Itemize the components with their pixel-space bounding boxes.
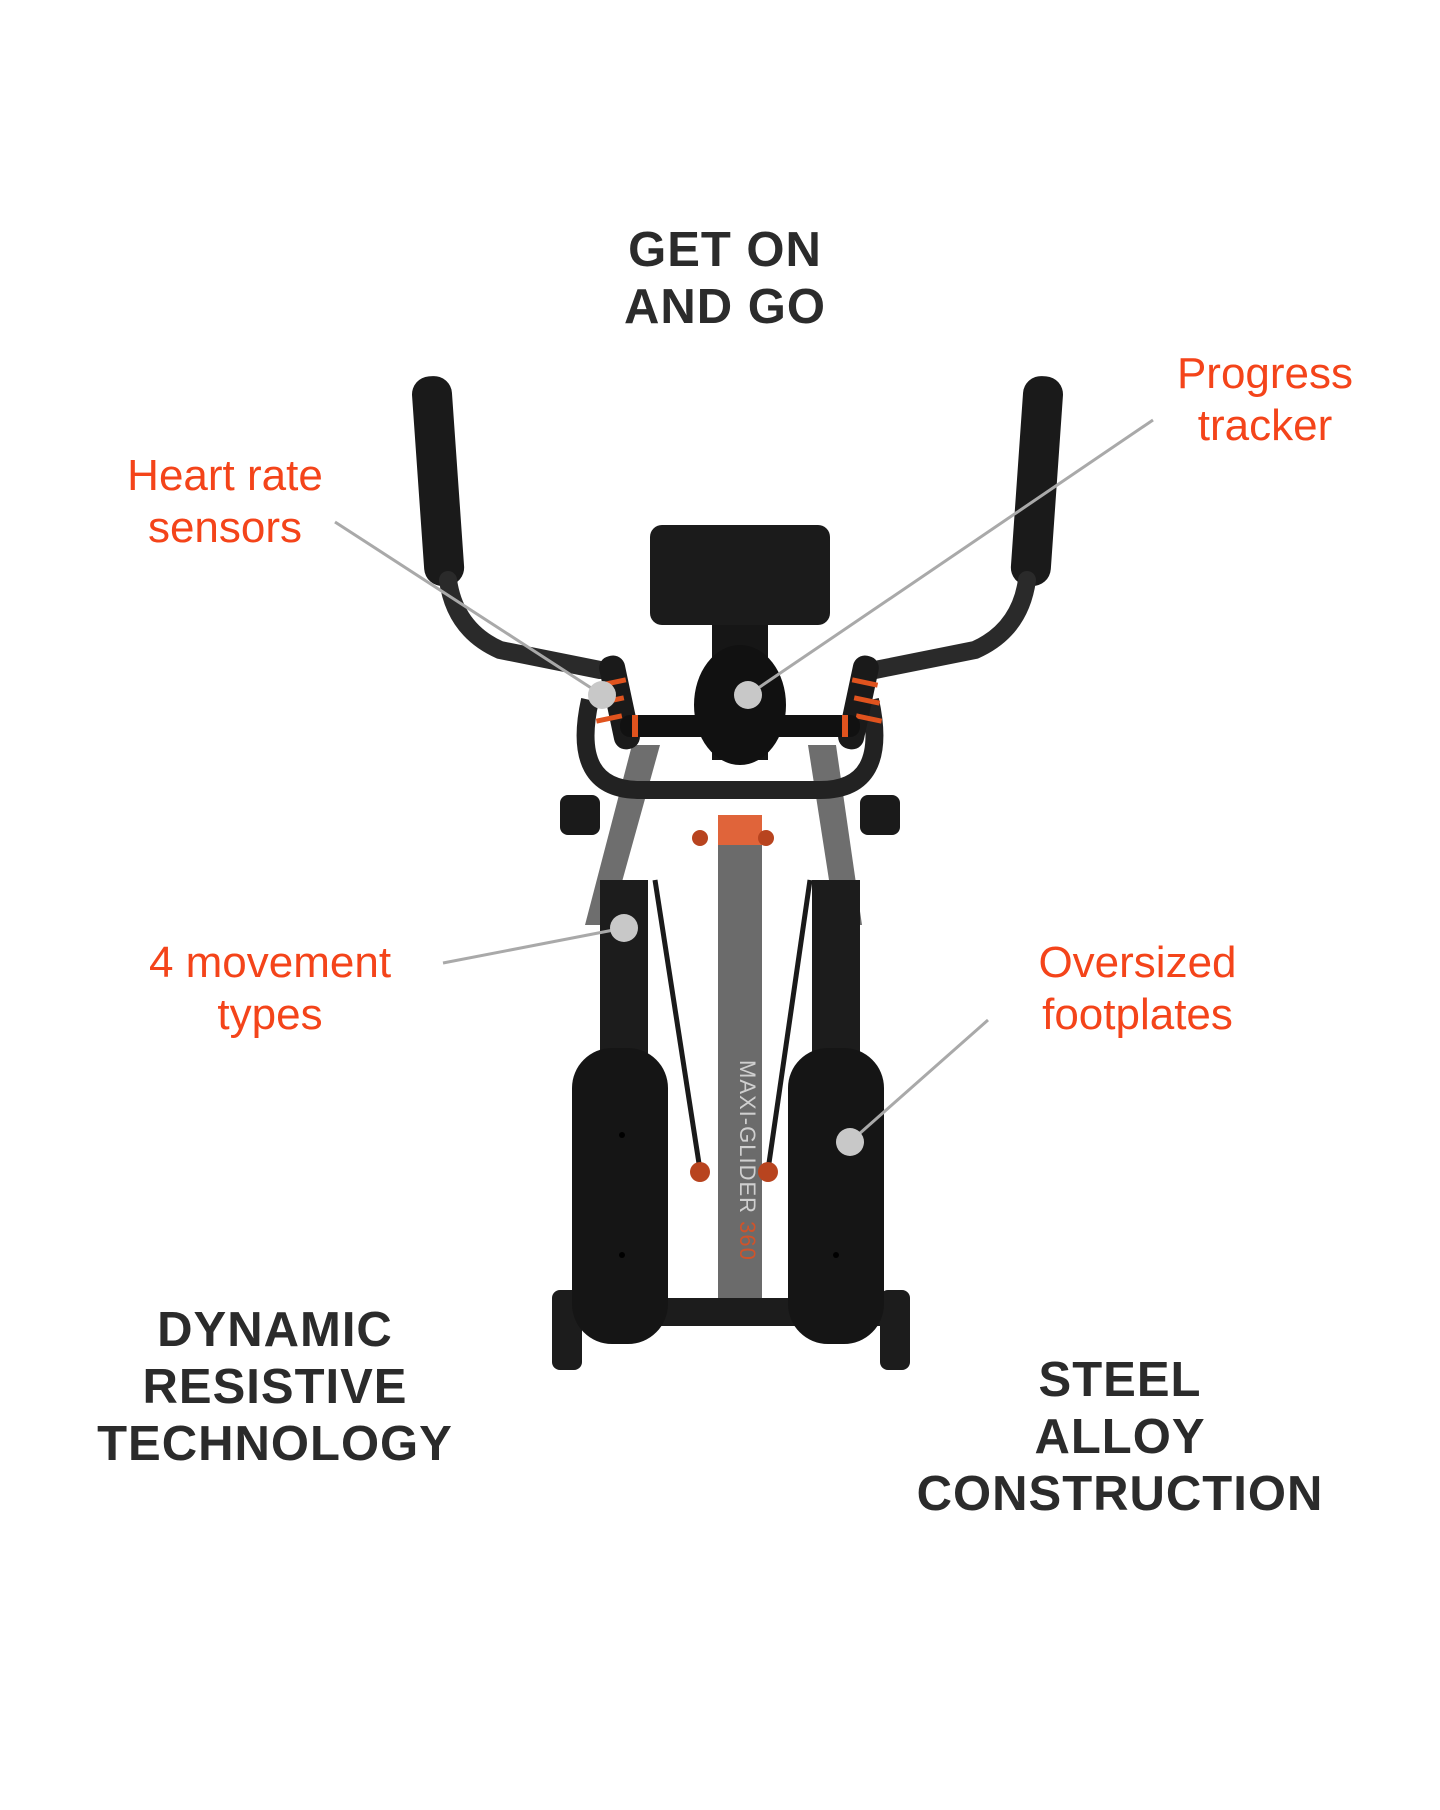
resistance-cords <box>652 879 813 1171</box>
headline-line: STEEL <box>1038 1353 1202 1407</box>
headline-dynamic-resistive-technology: DYNAMIC RESISTIVE TECHNOLOGY <box>40 1302 510 1473</box>
footplates <box>572 1048 884 1344</box>
callout-line: tracker <box>1197 401 1333 450</box>
callout-line: 4 movement <box>148 938 392 987</box>
headline-line: AND GO <box>624 280 826 334</box>
headline-line: GET ON <box>628 223 822 277</box>
footplates-dot <box>836 1128 864 1156</box>
callout-progress-tracker: Progress tracker <box>1120 348 1410 452</box>
progress-tracker-dot <box>734 681 762 709</box>
headline-line: TECHNOLOGY <box>97 1417 453 1471</box>
callout-line: Heart rate <box>127 451 323 500</box>
callout-lines <box>334 418 1154 1144</box>
frame-label: MAXI-GLIDER 360 <box>735 1060 760 1261</box>
callout-heart-rate-sensors: Heart rate sensors <box>90 450 360 554</box>
headline-line: RESISTIVE <box>142 1360 408 1414</box>
headline-steel-alloy-construction: STEEL ALLOY CONSTRUCTION <box>870 1352 1370 1523</box>
console <box>620 525 860 765</box>
callout-line: types <box>217 990 323 1039</box>
headline-line: ALLOY <box>1034 1410 1206 1464</box>
callout-line: Progress <box>1176 349 1354 398</box>
headline-line: CONSTRUCTION <box>916 1467 1324 1521</box>
handlebars <box>412 376 1063 835</box>
cord-anchors <box>690 830 778 1182</box>
heart-rate-dot <box>588 681 616 709</box>
callout-line: sensors <box>147 503 303 552</box>
callout-movement-types: 4 movement types <box>110 937 430 1041</box>
headline-line: DYNAMIC <box>157 1303 393 1357</box>
callout-dots <box>588 681 864 1156</box>
headline-get-on-and-go: GET ON AND GO <box>555 222 895 336</box>
callout-line: footplates <box>1042 990 1233 1039</box>
movement-types-dot <box>610 914 638 942</box>
callout-oversized-footplates: Oversized footplates <box>1005 937 1270 1041</box>
callout-line: Oversized <box>1038 938 1237 987</box>
